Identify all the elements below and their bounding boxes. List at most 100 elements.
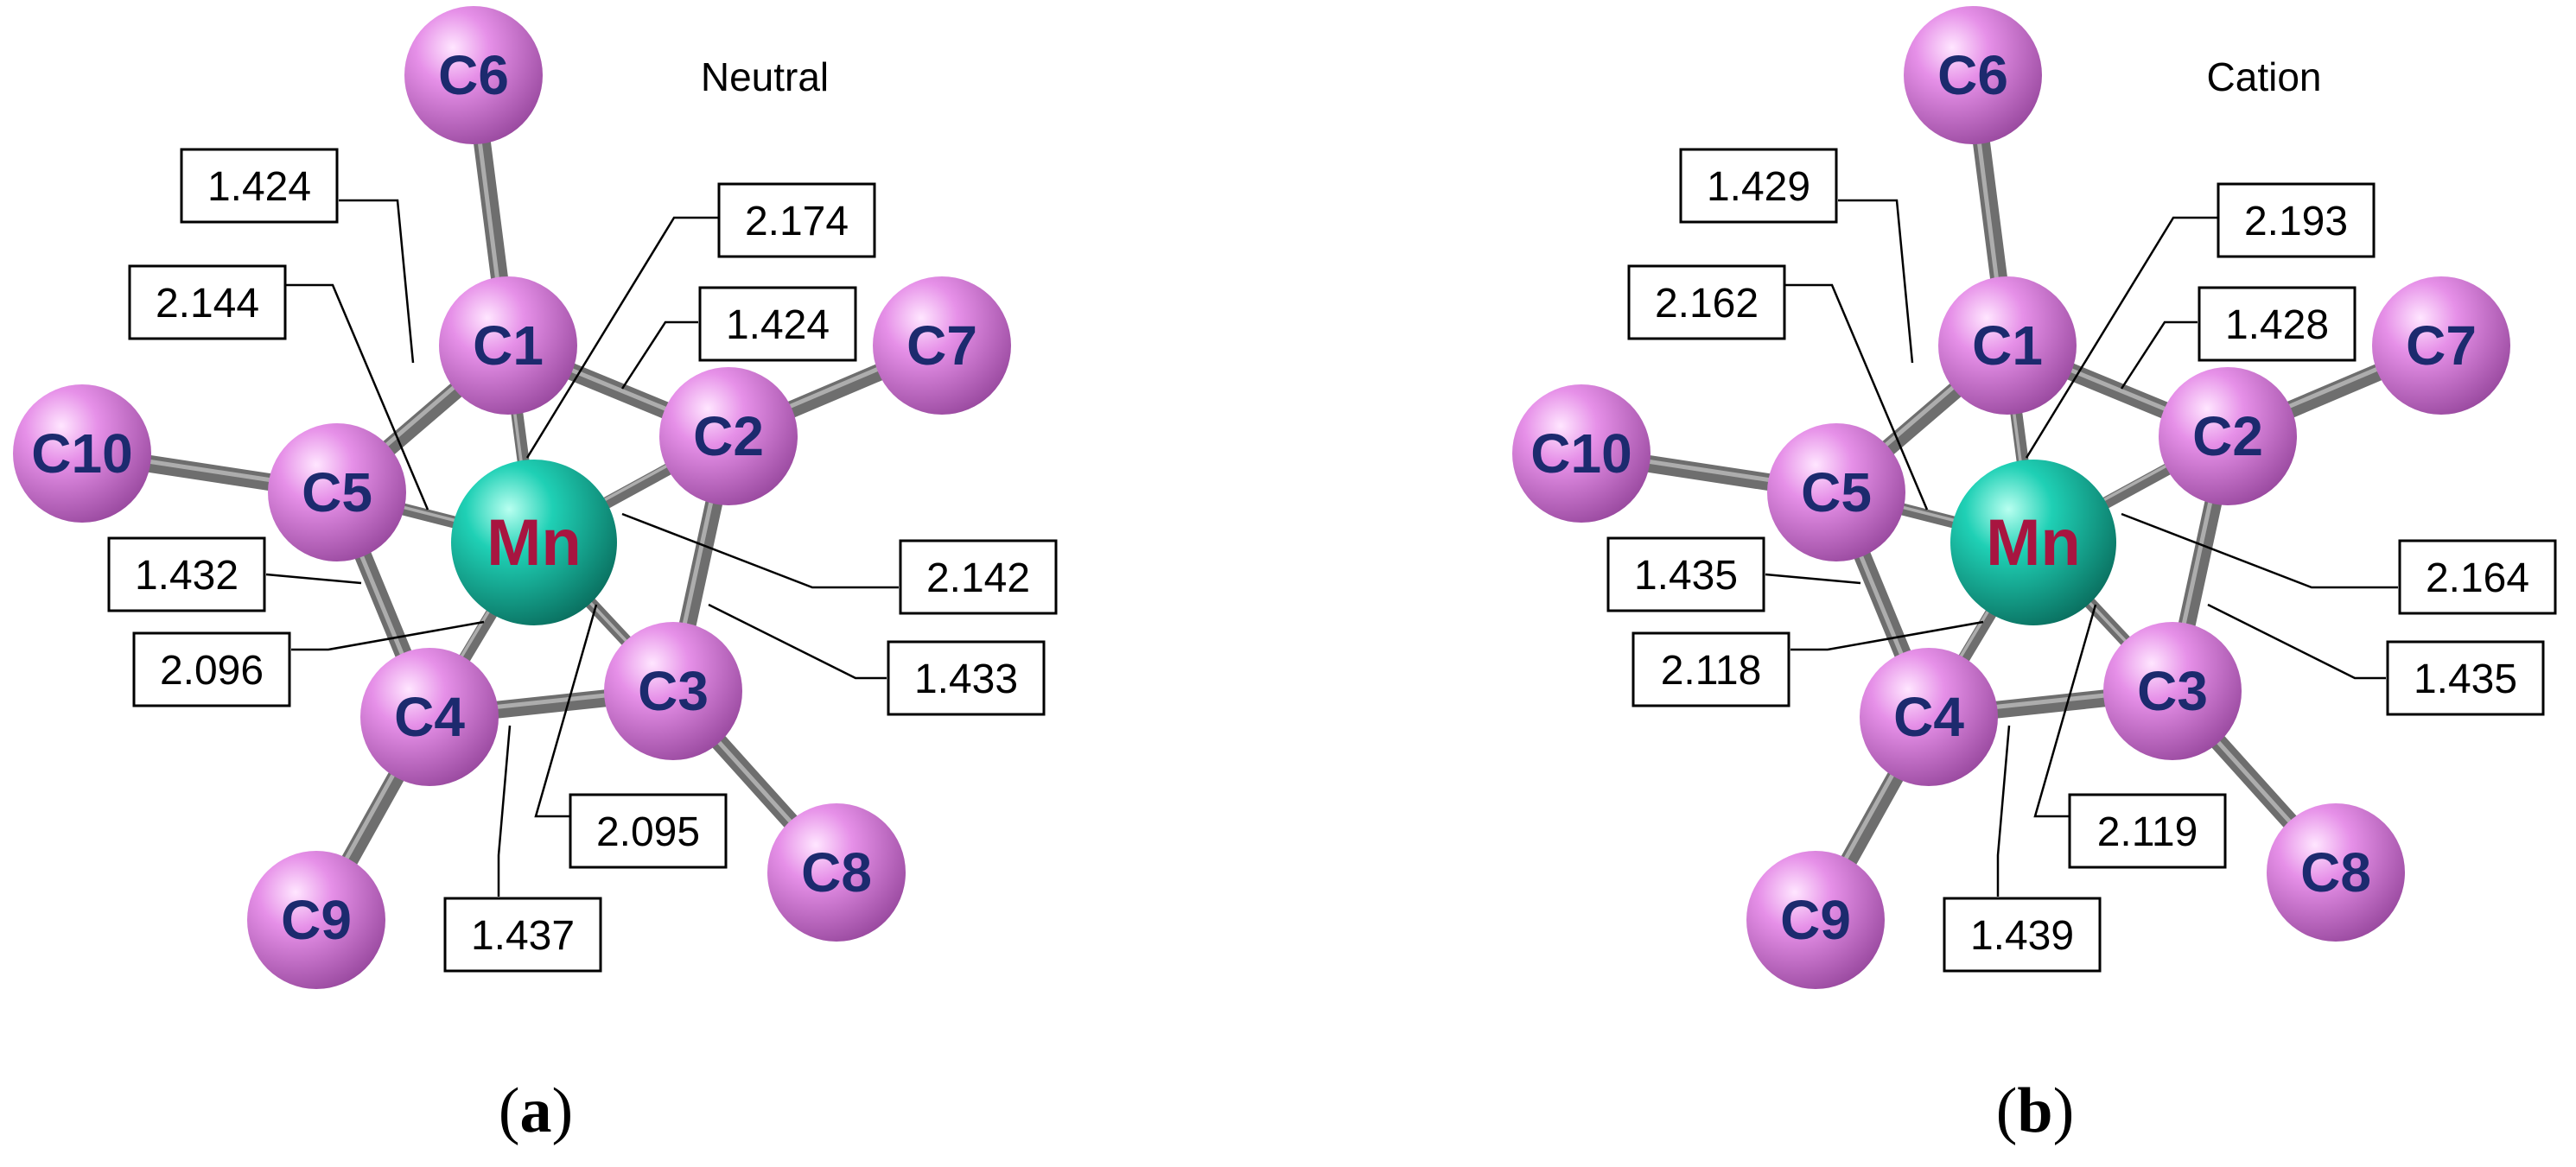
atom-sphere-c3 (2103, 622, 2242, 760)
distance-box-3 (2217, 182, 2376, 258)
distance-value-5: 1.435 (1634, 553, 1738, 599)
leader-line-8 (2207, 603, 2386, 680)
atom-sphere-c1 (439, 276, 577, 415)
atom-sphere-c2 (2159, 367, 2297, 505)
atom-sphere-c4 (360, 648, 499, 786)
atom-sphere-c6 (404, 6, 543, 144)
distance-box-4 (698, 286, 857, 362)
distance-value-1: 1.424 (207, 164, 311, 210)
distance-box-9 (2068, 793, 2227, 869)
leader-line-8 (708, 603, 887, 680)
leader-line-4 (2120, 320, 2198, 390)
atom-sphere-mn (1950, 460, 2116, 625)
distance-box-4 (2198, 286, 2357, 362)
atom-sphere-c10 (13, 384, 151, 523)
distance-value-8: 1.435 (2414, 656, 2517, 702)
distance-value-2: 2.144 (156, 281, 259, 327)
distance-value-4: 1.424 (726, 302, 830, 348)
distance-box-7 (2398, 539, 2557, 615)
distance-value-6: 2.118 (1661, 648, 1762, 694)
atom-label-c1: C1 (473, 314, 544, 377)
distance-box-2 (1627, 264, 1786, 340)
leader-line-4 (620, 320, 698, 390)
atom-label-c1: C1 (1972, 314, 2043, 377)
distance-box-6 (1631, 631, 1790, 707)
panel-caption-letter: a (520, 1075, 552, 1146)
atom-label-mn: Mn (1986, 506, 2081, 580)
atom-sphere-c2 (659, 367, 798, 505)
state-label: Neutral (701, 54, 829, 99)
distance-box-10 (443, 897, 602, 973)
distance-box-9 (569, 793, 728, 869)
distance-value-7: 2.142 (926, 555, 1030, 601)
leader-line-3 (2025, 216, 2218, 459)
leader-line-10 (1996, 725, 2011, 897)
panel-caption: (a) (499, 1075, 573, 1146)
atom-label-c9: C9 (1780, 889, 1851, 951)
atom-sphere-c7 (873, 276, 1011, 415)
atom-label-c6: C6 (1937, 44, 2008, 106)
atom-sphere-c1 (1938, 276, 2077, 415)
atom-label-c8: C8 (2300, 841, 2371, 904)
atom-label-c10: C10 (31, 422, 132, 485)
atom-label-c9: C9 (281, 889, 352, 951)
distance-box-1 (180, 148, 339, 224)
distance-value-4: 1.428 (2225, 302, 2329, 348)
distance-value-9: 2.119 (2097, 809, 2198, 855)
distance-box-8 (887, 640, 1046, 716)
distance-value-5: 1.432 (135, 553, 239, 599)
distance-labels: 1.424 2.144 2.174 1.424 1.432 2.096 2.142 1.433… (107, 148, 1058, 973)
distance-box-7 (899, 539, 1058, 615)
atom-label-c7: C7 (906, 314, 977, 377)
atom-label-c5: C5 (302, 461, 372, 523)
atom-label-c3: C3 (2137, 660, 2208, 722)
atom-label-mn: Mn (487, 506, 582, 580)
distance-value-8: 1.433 (914, 656, 1018, 702)
distance-value-1: 1.429 (1707, 164, 1810, 210)
distance-labels: 1.4292.1622.1931.4281.4352.1182.1641.435… (1606, 148, 2557, 973)
leader-line-5 (265, 573, 362, 585)
atom-label-c8: C8 (801, 841, 872, 904)
leader-line-2 (285, 283, 429, 511)
atom-sphere-c8 (2267, 803, 2405, 942)
panel-neutral: C1C2C3C4C5C6C7C8C9C10Mn1.4242.1442.1741.… (13, 6, 1058, 1146)
atom-sphere-c10 (1512, 384, 1651, 523)
leader-line-3 (525, 216, 719, 459)
distance-box-6 (132, 631, 291, 707)
atom-sphere-c6 (1904, 6, 2042, 144)
distance-value-10: 1.437 (471, 913, 575, 959)
atom-label-c2: C2 (693, 405, 764, 467)
atom-label-c5: C5 (1801, 461, 1872, 523)
leader-lines (1765, 199, 2398, 897)
panel-cation: C1C2C3C4C5C6C7C8C9C10Mn1.4292.1622.1931.… (1512, 6, 2557, 1146)
leader-line-2 (1784, 283, 1929, 511)
leader-line-7 (2121, 512, 2398, 589)
atom-sphere-c3 (604, 622, 742, 760)
leader-line-5 (1765, 573, 1861, 585)
distance-value-9: 2.095 (596, 809, 700, 855)
atom-label-c3: C3 (638, 660, 709, 722)
distance-box-8 (2386, 640, 2545, 716)
leader-line-6 (291, 620, 485, 651)
panel-caption-letter: b (2017, 1075, 2052, 1146)
distance-value-6: 2.096 (160, 648, 264, 694)
atom-sphere-mn (451, 460, 617, 625)
atom-sphere-c8 (767, 803, 906, 942)
atom-sphere-c7 (2372, 276, 2510, 415)
distance-value-3: 2.193 (2244, 199, 2348, 244)
atom-sphere-c5 (268, 423, 406, 561)
atom-label-c10: C10 (1530, 422, 1631, 485)
distance-box-10 (1943, 897, 2102, 973)
distance-value-3: 2.174 (745, 199, 849, 244)
atom-label-c7: C7 (2406, 314, 2477, 377)
leader-line-6 (1790, 620, 1984, 651)
distance-box-2 (128, 264, 287, 340)
atom-label-c6: C6 (438, 44, 509, 106)
distance-box-5 (107, 536, 266, 612)
atom-label-c2: C2 (2192, 405, 2263, 467)
distance-value-10: 1.439 (1970, 913, 2074, 959)
leader-lines (265, 199, 899, 897)
atom-sphere-c5 (1767, 423, 1905, 561)
